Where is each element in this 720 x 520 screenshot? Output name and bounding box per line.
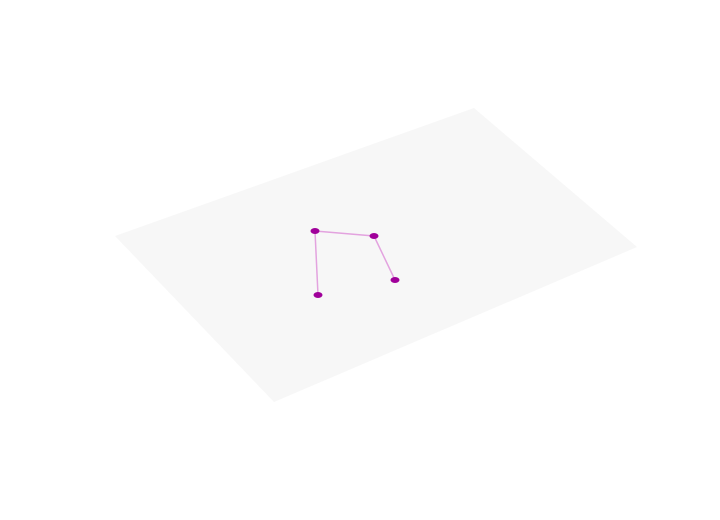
edge-n2-n4: [373, 235, 396, 281]
edge-n1-n2: [314, 230, 375, 237]
node-layer: [310, 228, 400, 298]
edge-n1-n3: [314, 230, 319, 296]
node-n4[interactable]: [390, 277, 400, 283]
ground-plane: [115, 108, 637, 402]
edge-layer: [314, 230, 396, 296]
node-n1[interactable]: [310, 228, 320, 234]
node-n2[interactable]: [369, 233, 379, 239]
node-n3[interactable]: [313, 292, 323, 298]
